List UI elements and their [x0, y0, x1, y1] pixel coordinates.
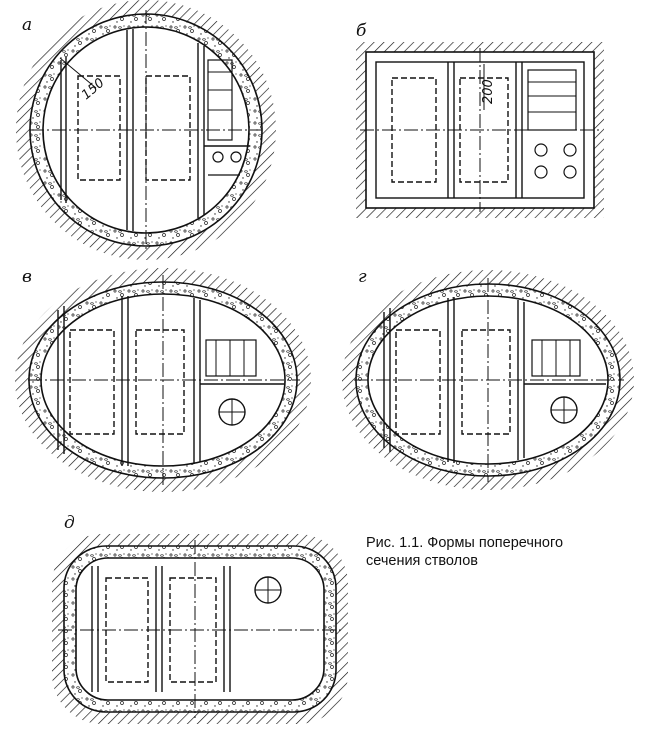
panel-a-framing — [30, 10, 262, 250]
panel-g-label: г — [358, 267, 367, 287]
panel-g-framing — [354, 278, 624, 482]
panel-a-dimension-line — [59, 57, 97, 89]
panel-b-rectangular-section: б 200 — [356, 21, 604, 218]
panel-d-rounded-section: д — [52, 513, 348, 724]
panel-b-framing — [360, 48, 600, 212]
panel-b-label: б — [356, 21, 367, 41]
caption-line-2: сечения стволов — [366, 553, 479, 569]
figure-caption: Рис. 1.1. Формы поперечного сечения ство… — [366, 534, 646, 570]
panel-v-framing — [28, 275, 300, 485]
panel-a-label: а — [22, 15, 32, 35]
panel-v-label: в — [22, 267, 32, 287]
panel-v-elliptical-section: в — [15, 267, 311, 492]
caption-line-1: Рис. 1.1. Формы поперечного — [366, 535, 564, 551]
panel-d-label: д — [64, 513, 75, 533]
panel-b-dimension: 200 — [481, 79, 496, 104]
panel-d-inner-wall — [75, 557, 325, 701]
panel-g-egg-shaped-section: г — [342, 267, 634, 490]
panel-d-framing — [58, 540, 342, 718]
panel-a-circular-section: а 150 — [16, 0, 276, 260]
